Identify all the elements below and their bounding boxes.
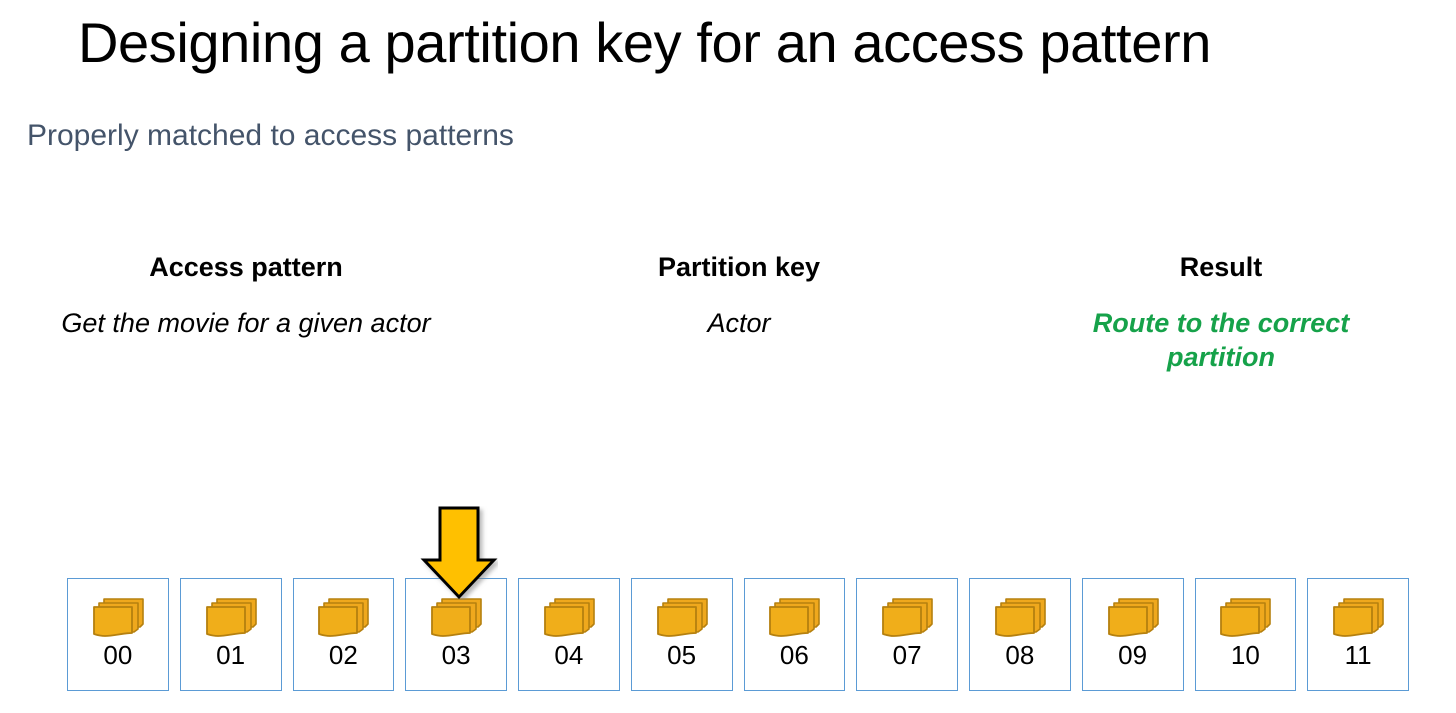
partition-box-00[interactable]: 00 [67, 578, 169, 691]
column-access-pattern: Access pattern Get the movie for a given… [0, 252, 492, 375]
document-stack-icon [994, 598, 1046, 637]
partition-box-08[interactable]: 08 [969, 578, 1071, 691]
partition-box-04[interactable]: 04 [518, 578, 620, 691]
page-subtitle: Properly matched to access patterns [27, 119, 514, 152]
column-body-access-pattern: Get the movie for a given actor [61, 308, 431, 339]
column-heading-access-pattern: Access pattern [149, 252, 343, 282]
column-heading-result: Result [1179, 252, 1263, 282]
partition-label-06: 06 [779, 640, 809, 670]
partition-box-01[interactable]: 01 [179, 578, 282, 691]
document-stack-icon [1333, 598, 1384, 637]
partition-label-09: 09 [1118, 640, 1148, 670]
document-stack-icon [431, 598, 482, 637]
column-heading-partition-key: Partition key [657, 252, 821, 282]
partition-label-08: 08 [1005, 640, 1035, 670]
partition-box-06[interactable]: 06 [743, 578, 846, 691]
partition-box-11[interactable]: 11 [1307, 578, 1409, 691]
document-stack-icon [1220, 598, 1272, 637]
document-stack-icon [318, 598, 370, 637]
partition-box-07[interactable]: 07 [856, 578, 958, 691]
column-body-partition-key: Actor [707, 308, 771, 339]
partition-label-01: 01 [216, 640, 246, 670]
document-stack-icon [1107, 598, 1159, 637]
partition-box-09[interactable]: 09 [1081, 578, 1184, 691]
partition-strip: 00 01 02 03 [67, 578, 1409, 691]
partition-label-00: 00 [103, 640, 133, 670]
partition-label-02: 02 [328, 640, 358, 670]
document-stack-icon [882, 598, 933, 637]
partition-label-10: 10 [1230, 640, 1260, 670]
explanation-columns: Access pattern Get the movie for a given… [0, 252, 1456, 375]
partition-label-05: 05 [667, 640, 697, 670]
partition-label-03: 03 [441, 640, 471, 670]
partition-box-10[interactable]: 10 [1194, 578, 1297, 691]
partition-label-04: 04 [554, 640, 584, 670]
partition-box-03[interactable]: 03 [405, 578, 507, 691]
document-stack-icon [205, 598, 257, 637]
partition-box-02[interactable]: 02 [292, 578, 395, 691]
column-partition-key: Partition key Actor [492, 252, 986, 375]
page-title: Designing a partition key for an access … [78, 11, 1211, 74]
document-stack-icon [92, 598, 144, 637]
document-stack-icon [543, 598, 595, 637]
partition-box-05[interactable]: 05 [630, 578, 733, 691]
document-stack-icon [656, 598, 708, 637]
partition-label-11: 11 [1344, 640, 1372, 670]
column-result: Result Route to the correct partition [986, 252, 1456, 375]
column-body-result: Route to the correct partition [1092, 308, 1350, 372]
document-stack-icon [769, 598, 821, 637]
partition-label-07: 07 [892, 640, 922, 670]
